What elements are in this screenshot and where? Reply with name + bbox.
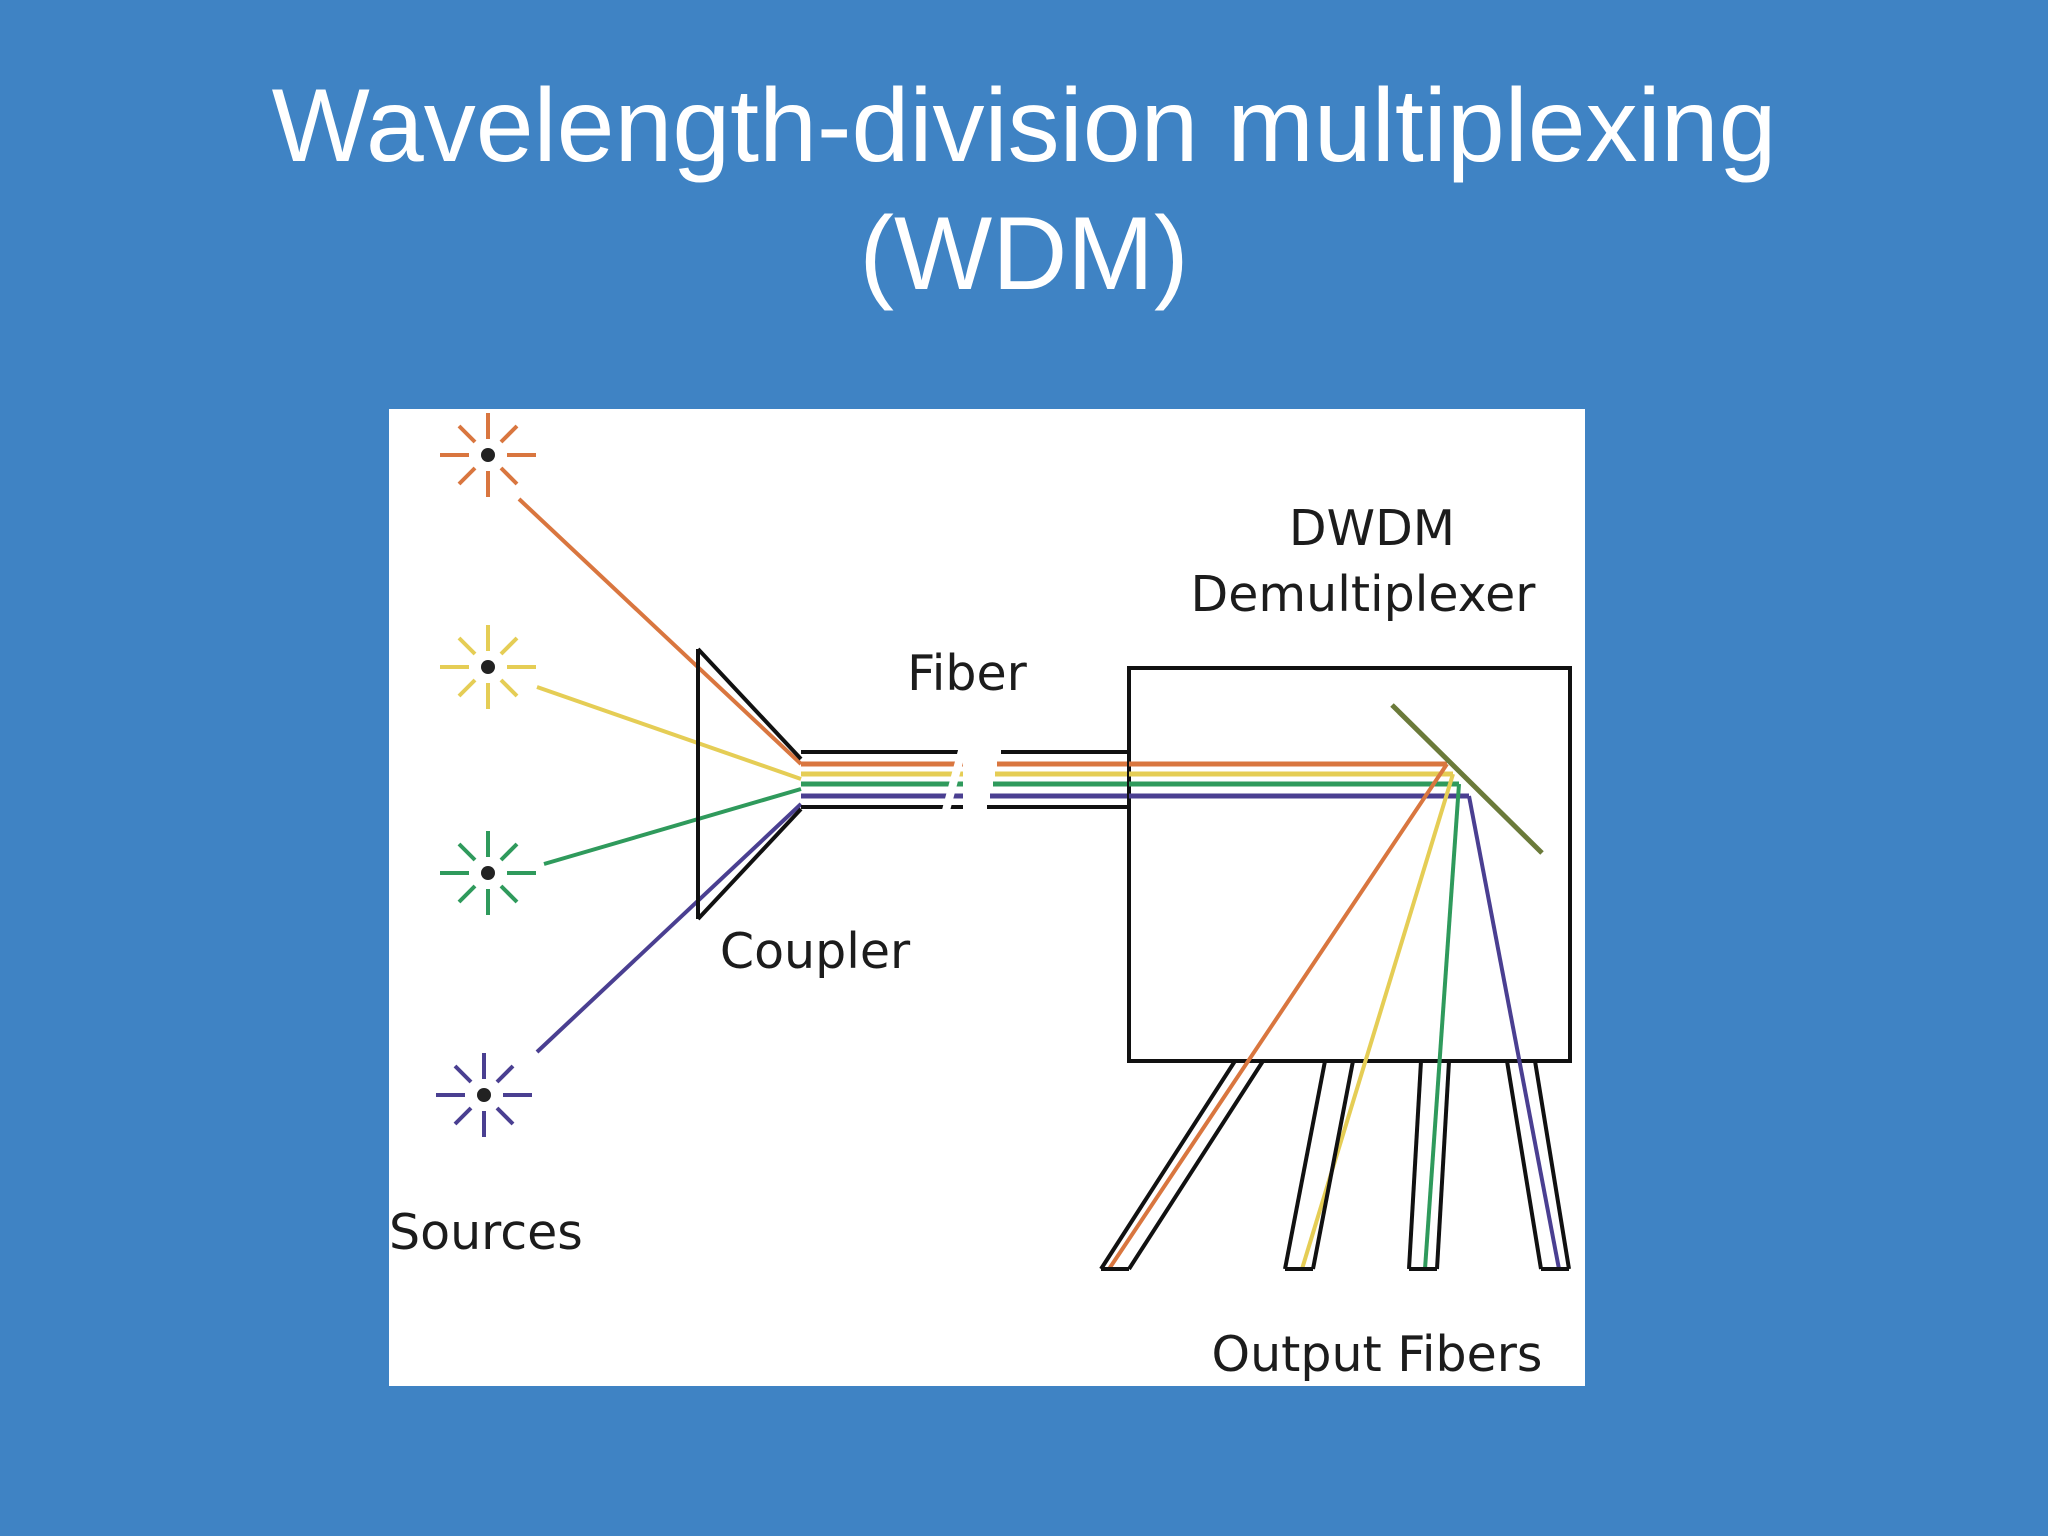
source-orange-icon [440,413,536,497]
fiber-segment-2 [987,750,1129,809]
internal-beams [1129,761,1469,799]
grating-icon [1390,703,1544,855]
output-fiber-4 [1505,1060,1571,1271]
slide-title: Wavelength-division multiplexing (WDM) [0,62,2048,318]
label-coupler: Coupler [720,923,911,980]
label-fiber: Fiber [907,645,1027,702]
beam-purple [535,802,803,1054]
output-beam-orange [1107,762,1449,1271]
source-purple-icon [436,1053,532,1137]
title-line-1: Wavelength-division multiplexing [271,68,1777,184]
output-beam-purple [1467,795,1561,1270]
label-demultiplexer: Demultiplexer [1191,566,1537,623]
label-output-fibers: Output Fibers [1212,1326,1543,1383]
output-fiber-1 [1099,1059,1265,1271]
beam-yellow [536,685,802,781]
label-dwdm: DWDM [1289,500,1455,557]
beam-orange [517,497,803,766]
title-line-2: (WDM) [859,196,1189,312]
label-sources: Sources [389,1204,583,1261]
fiber-segment-1 [801,750,963,809]
source-yellow-icon [440,625,536,709]
wdm-diagram-svg: DWDM Demultiplexer Fiber Coupler Sources… [389,413,1572,1383]
demultiplexer-box [1127,666,1572,1063]
beam-green [543,787,802,866]
source-green-icon [440,831,536,915]
coupler-icon [696,647,803,921]
output-fiber-2 [1283,1060,1355,1271]
wdm-diagram: DWDM Demultiplexer Fiber Coupler Sources… [389,409,1585,1386]
fiber-break-mark [941,745,967,816]
output-beam-green [1423,783,1461,1270]
output-fiber-3 [1407,1060,1451,1271]
